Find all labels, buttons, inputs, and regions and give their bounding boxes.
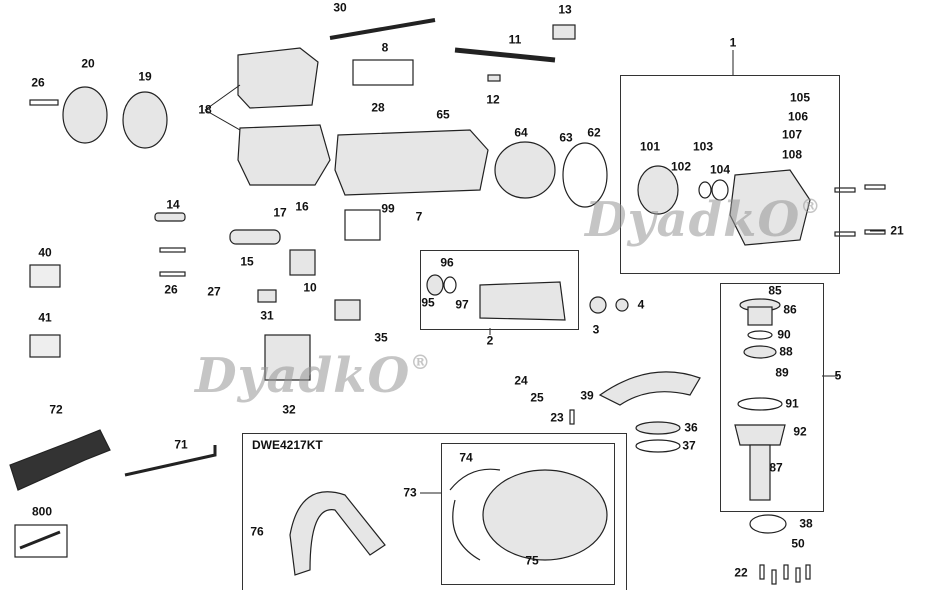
part-number-label: 73 xyxy=(403,485,417,500)
part-number-label: 30 xyxy=(333,0,347,15)
housing-top xyxy=(237,47,319,109)
part-number-label: 86 xyxy=(783,302,797,317)
part-number-label: 15 xyxy=(240,254,254,269)
part-number-label: 88 xyxy=(779,344,793,359)
part-number-label: 63 xyxy=(559,130,573,145)
part-number-label: 40 xyxy=(38,245,52,260)
part-number-label: 107 xyxy=(781,127,803,142)
part-number-label: 89 xyxy=(775,365,789,380)
part-number-label: 108 xyxy=(781,147,803,162)
part-number-label: 101 xyxy=(639,139,661,154)
armature xyxy=(479,281,566,321)
part-number-label: 38 xyxy=(799,516,813,531)
part-number-label: 5 xyxy=(834,368,842,383)
part-number-label: 50 xyxy=(791,536,805,551)
shroud-box xyxy=(441,443,615,585)
part-number-label: 76 xyxy=(250,524,264,539)
part-number-label: 21 xyxy=(890,223,904,238)
part-number-label: 25 xyxy=(530,390,544,405)
part-number-label: 23 xyxy=(550,410,564,425)
kit-box xyxy=(242,433,627,590)
part-number-label: 75 xyxy=(525,553,539,568)
part-number-label: 39 xyxy=(580,388,594,403)
part-number-label: 72 xyxy=(49,402,63,417)
part-number-label: 36 xyxy=(684,420,698,435)
dust-shroud xyxy=(482,469,608,561)
part-number-label: 74 xyxy=(459,450,473,465)
part-number-label: 3 xyxy=(592,322,600,337)
part-number-label: 104 xyxy=(709,162,731,177)
part-number-label: 102 xyxy=(670,159,692,174)
part-number-label: 97 xyxy=(455,297,469,312)
watermark-logo: DyadkO® xyxy=(195,348,432,404)
part-number-label: 8 xyxy=(381,40,389,55)
part-number-label: 26 xyxy=(164,282,178,297)
part-number-label: 99 xyxy=(381,201,395,216)
part-number-label: 10 xyxy=(303,280,317,295)
part-number-label: 22 xyxy=(734,565,748,580)
part-number-label: 31 xyxy=(260,308,274,323)
kit-title: DWE4217KT xyxy=(252,438,323,452)
guard xyxy=(598,371,701,406)
part-number-label: 91 xyxy=(785,396,799,411)
part-number-label: 20 xyxy=(81,56,95,71)
side-handle xyxy=(9,429,111,491)
part-number-label: 27 xyxy=(207,284,221,299)
part-number-label: 71 xyxy=(174,437,188,452)
part-number-label: 105 xyxy=(789,90,811,105)
part-number-label: 65 xyxy=(436,107,450,122)
end-cover-19 xyxy=(122,91,168,149)
part-number-label: 64 xyxy=(514,125,528,140)
part-number-label: 800 xyxy=(31,504,53,519)
part-number-label: 41 xyxy=(38,310,52,325)
bearing-ring xyxy=(637,165,679,215)
baffle xyxy=(562,142,608,208)
part-number-label: 19 xyxy=(138,69,152,84)
part-number-label: 62 xyxy=(587,125,601,140)
part-number-label: 4 xyxy=(637,297,645,312)
watermark-logo: DyadkO® xyxy=(585,192,822,248)
gear-case xyxy=(729,169,811,246)
part-number-label: 85 xyxy=(768,283,782,298)
part-number-label: 24 xyxy=(514,373,528,388)
part-number-label: 32 xyxy=(282,402,296,417)
part-number-label: 103 xyxy=(692,139,714,154)
part-number-label: 26 xyxy=(31,75,45,90)
part-number-label: 7 xyxy=(415,209,423,224)
part-number-label: 18 xyxy=(198,102,212,117)
part-number-label: 1 xyxy=(729,35,737,50)
armature-group-box xyxy=(420,250,579,330)
gear-case-group-box xyxy=(620,75,840,274)
leader-lines xyxy=(204,50,885,494)
part-number-label: 28 xyxy=(371,100,385,115)
part-number-label: 37 xyxy=(682,438,696,453)
part-number-label: 106 xyxy=(787,109,809,124)
end-cover-20 xyxy=(62,86,108,144)
part-number-label: 92 xyxy=(793,424,807,439)
part-number-label: 13 xyxy=(558,2,572,17)
part-number-label: 11 xyxy=(508,32,522,47)
shroud-clamp xyxy=(289,491,386,576)
part-number-label: 2 xyxy=(486,333,494,348)
part-number-label: 14 xyxy=(166,197,180,212)
armature-end xyxy=(494,141,556,199)
part-number-label: 12 xyxy=(486,92,500,107)
part-number-label: 17 xyxy=(273,205,287,220)
field-housing xyxy=(334,129,489,196)
spindle-group-box xyxy=(720,283,824,512)
part-number-label: 16 xyxy=(295,199,309,214)
part-number-label: 96 xyxy=(440,255,454,270)
housing-bottom xyxy=(237,124,331,186)
part-number-label: 90 xyxy=(777,327,791,342)
part-number-label: 95 xyxy=(421,295,435,310)
part-number-label: 87 xyxy=(769,460,783,475)
part-number-label: 35 xyxy=(374,330,388,345)
